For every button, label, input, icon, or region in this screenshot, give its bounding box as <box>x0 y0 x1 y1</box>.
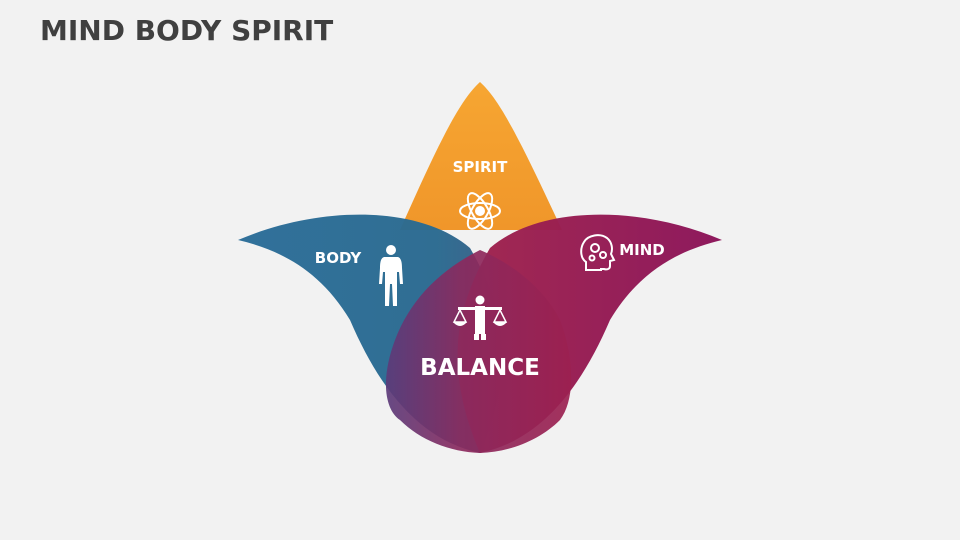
atom-icon <box>459 192 501 230</box>
mind-label: MIND <box>619 241 665 259</box>
person-scales-icon <box>452 295 508 340</box>
head-gears-icon <box>580 234 616 271</box>
spirit-petal <box>400 82 562 230</box>
spirit-label: SPIRIT <box>453 158 509 176</box>
human-figure-icon <box>379 245 403 306</box>
balance-label: BALANCE <box>420 355 540 381</box>
balance-region <box>385 250 572 453</box>
page-title: MIND BODY SPIRIT <box>40 14 334 47</box>
body-label: BODY <box>315 249 363 267</box>
